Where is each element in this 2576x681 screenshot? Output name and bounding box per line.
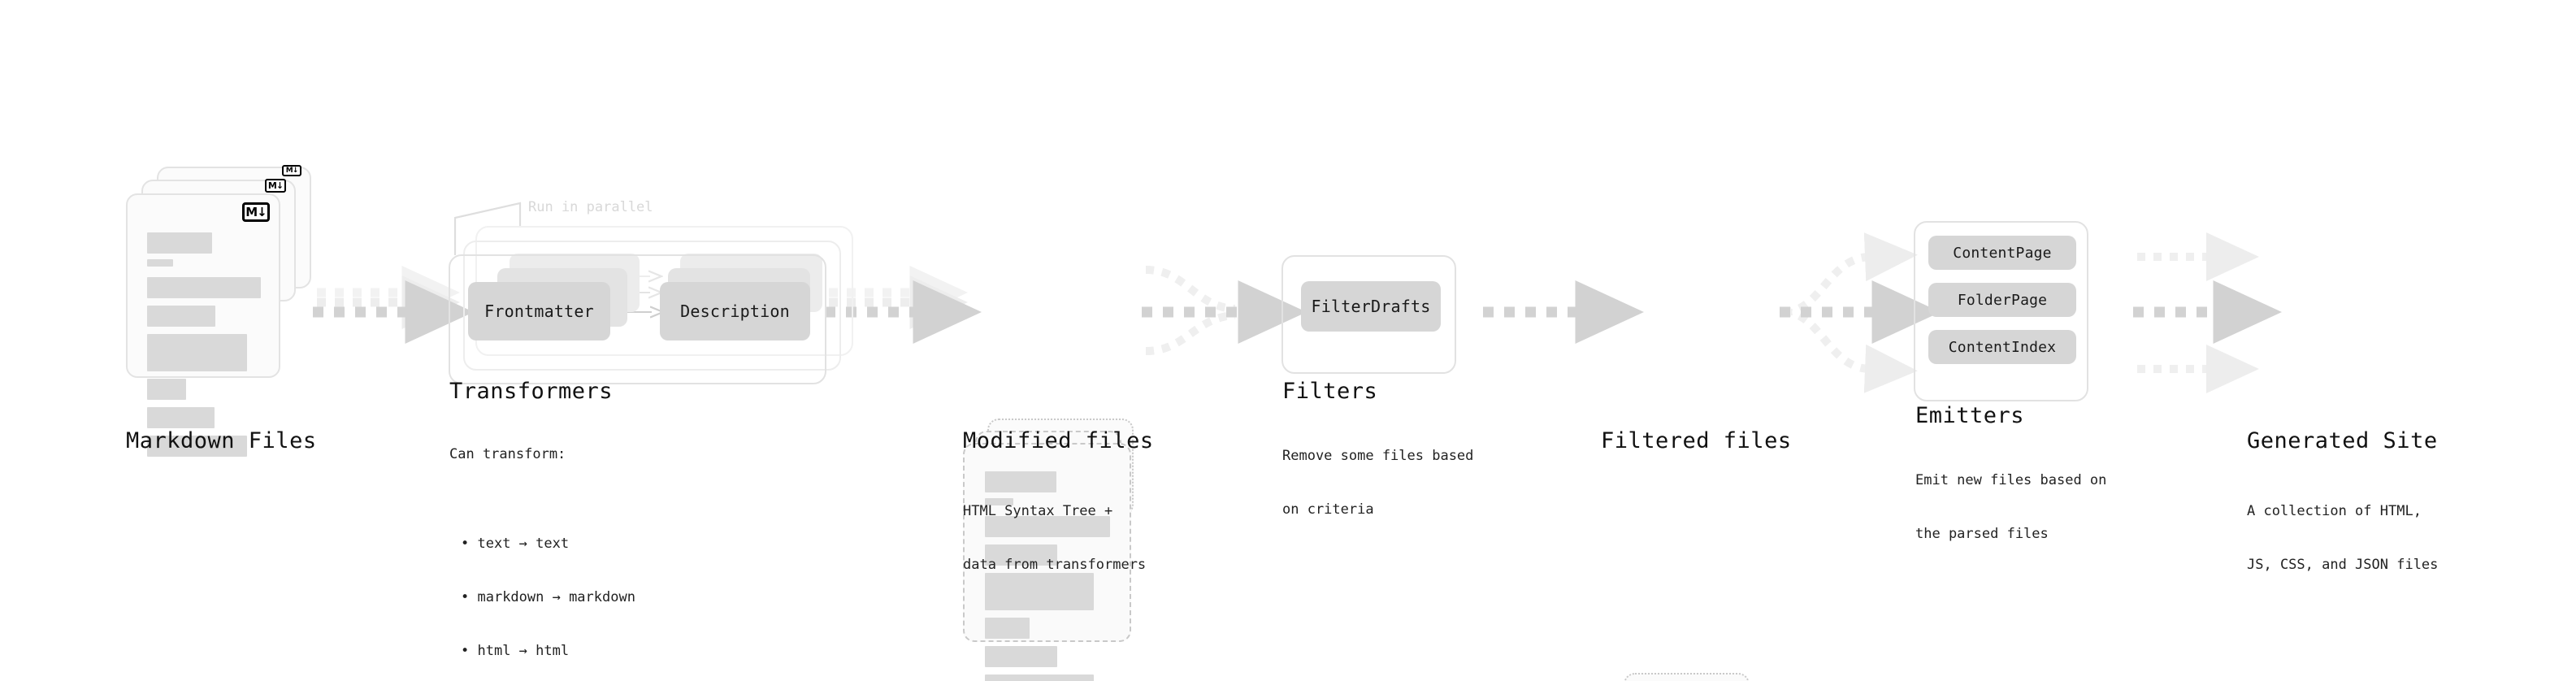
stage-filtered-files [1601, 673, 1788, 681]
filters-sub-line-2: on criteria [1282, 501, 1374, 518]
content-line [985, 646, 1058, 667]
chip-contentpage[interactable]: ContentPage [1928, 236, 2076, 270]
chip-frontmatter[interactable]: Frontmatter [468, 282, 610, 340]
content-line [985, 498, 1014, 505]
markdown-logo-icon: M↓ [265, 179, 286, 193]
generated-site-sub-line-2: JS, CSS, and JSON files [2247, 557, 2439, 573]
bullet-html-to-html: html → html [461, 642, 635, 660]
bullet-markdown-to-markdown: markdown → markdown [461, 588, 635, 606]
content-line [147, 407, 215, 428]
stage-label-emitters: Emitters [1915, 403, 2025, 428]
content-line [147, 334, 248, 371]
generated-site-sub-line-1: A collection of HTML, [2247, 503, 2422, 519]
document-content-lines [985, 471, 1110, 681]
modified-files-sub-line-2: data from transformers [963, 557, 1147, 573]
arrow-filtered-to-emitters [1780, 232, 1941, 393]
modified-files-sub-line-1: HTML Syntax Tree + [963, 503, 1113, 519]
run-in-parallel-label: Run in parallel [528, 199, 653, 215]
markdown-card-front: M↓ [126, 193, 280, 457]
content-line [147, 436, 248, 457]
content-line [147, 379, 186, 400]
emitters-description: Emit new files based on the parsed files [1915, 436, 2106, 579]
content-line [985, 471, 1056, 492]
content-line [985, 516, 1110, 537]
arrow-modified-to-filters [1142, 266, 1307, 355]
content-line [985, 573, 1094, 610]
stage-label-generated-site: Generated Site [2247, 428, 2438, 453]
markdown-logo-icon: M↓ [242, 202, 270, 222]
stage-label-modified-files: Modified files [963, 428, 1154, 453]
arrow-emitters-to-site [2133, 232, 2282, 393]
modified-card-front [963, 443, 1131, 681]
filters-description: Remove some files based on criteria [1282, 411, 1473, 554]
markdown-logo-icon: M↓ [282, 165, 301, 176]
stage-label-filtered-files: Filtered files [1601, 428, 1792, 453]
chip-folderpage[interactable]: FolderPage [1928, 283, 2076, 317]
stage-label-filters: Filters [1282, 379, 1378, 404]
chip-contentindex[interactable]: ContentIndex [1928, 330, 2076, 364]
chip-description[interactable]: Description [660, 282, 810, 340]
filters-sub-line-1: Remove some files based [1282, 448, 1474, 464]
content-line [985, 544, 1058, 566]
generated-site-description: A collection of HTML, JS, CSS, and JSON … [2247, 466, 2438, 609]
stage-modified-files [963, 419, 1150, 681]
emitters-group: ContentPage FolderPage ContentIndex [1914, 221, 2088, 401]
stage-label-markdown-files: Markdown Files [126, 428, 317, 453]
transformers-intro: Can transform: [449, 446, 566, 462]
content-line [147, 232, 212, 254]
document-content-lines [147, 232, 261, 464]
chip-filterdrafts[interactable]: FilterDrafts [1301, 281, 1441, 332]
transformers-bullet-list: text → text markdown → markdown html → h… [449, 499, 635, 681]
emitters-sub-line-2: the parsed files [1915, 526, 2049, 542]
content-line [985, 674, 1094, 681]
transformer-group-front: Frontmatter Description [449, 254, 826, 384]
filters-group: FilterDrafts [1281, 255, 1456, 374]
arrow-markdown-to-transformers [313, 266, 474, 344]
transformers-description: Can transform: text → text markdown → ma… [449, 410, 635, 681]
content-line [147, 259, 174, 267]
content-line [985, 618, 1030, 639]
content-line [147, 277, 261, 298]
stage-label-transformers: Transformers [449, 379, 614, 404]
emitters-sub-line-1: Emit new files based on [1915, 472, 2107, 488]
filtered-card-back [1624, 673, 1750, 681]
stage-markdown-files: M↓ M↓ M↓ [126, 165, 321, 457]
bullet-text-to-text: text → text [461, 535, 635, 553]
modified-files-description: HTML Syntax Tree + data from transformer… [963, 466, 1146, 609]
content-line [147, 306, 215, 327]
